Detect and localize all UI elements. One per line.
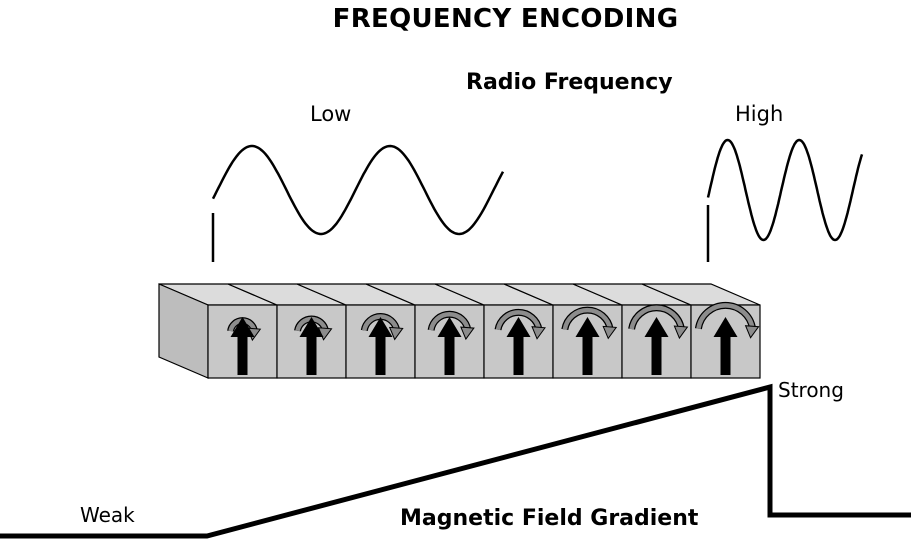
spin-up-arrow-icon [437, 317, 462, 375]
voxel [158, 283, 278, 379]
precession-arrow-icon [362, 314, 399, 331]
voxel [503, 283, 623, 379]
precession-arrowhead-icon [388, 326, 404, 341]
precession-arrow-icon [495, 310, 542, 331]
high-frequency-wave [706, 138, 864, 262]
spin-up-arrow-icon [368, 317, 393, 375]
precession-arrowhead-icon [744, 325, 760, 339]
spin-up-arrow-icon [575, 317, 600, 375]
spin-up-arrow-icon [506, 317, 531, 375]
strong-field-label: Strong [778, 378, 844, 402]
voxel [641, 283, 761, 379]
precession-arrowhead-icon [602, 325, 618, 340]
spin-up-arrow-icon [713, 317, 738, 375]
voxel [572, 283, 692, 379]
precession-arrowhead-icon [531, 326, 546, 340]
weak-field-label: Weak [80, 503, 135, 527]
spin-up-arrow-icon [644, 317, 669, 375]
voxel [365, 283, 485, 379]
magnetic-field-gradient-label: Magnetic Field Gradient [400, 506, 699, 531]
radio-frequency-label: Radio Frequency [466, 70, 673, 95]
spin-up-arrow-icon [230, 317, 255, 375]
voxel-row [158, 283, 761, 379]
diagram-title: FREQUENCY ENCODING [332, 4, 679, 34]
voxel [227, 283, 347, 379]
precession-arrowhead-icon [673, 325, 689, 340]
precession-arrowhead-icon [460, 326, 475, 341]
precession-arrow-icon [562, 307, 613, 330]
precession-arrow-icon [629, 305, 684, 330]
spin-up-arrow-icon [299, 317, 324, 375]
low-frequency-label: Low [310, 102, 352, 126]
voxel [434, 283, 554, 379]
high-frequency-label: High [735, 102, 784, 126]
low-frequency-wave [211, 144, 505, 262]
magnetic-field-gradient-profile [0, 383, 911, 539]
precession-arrow-icon [696, 303, 755, 330]
voxel [296, 283, 416, 379]
precession-arrow-icon [428, 312, 471, 331]
